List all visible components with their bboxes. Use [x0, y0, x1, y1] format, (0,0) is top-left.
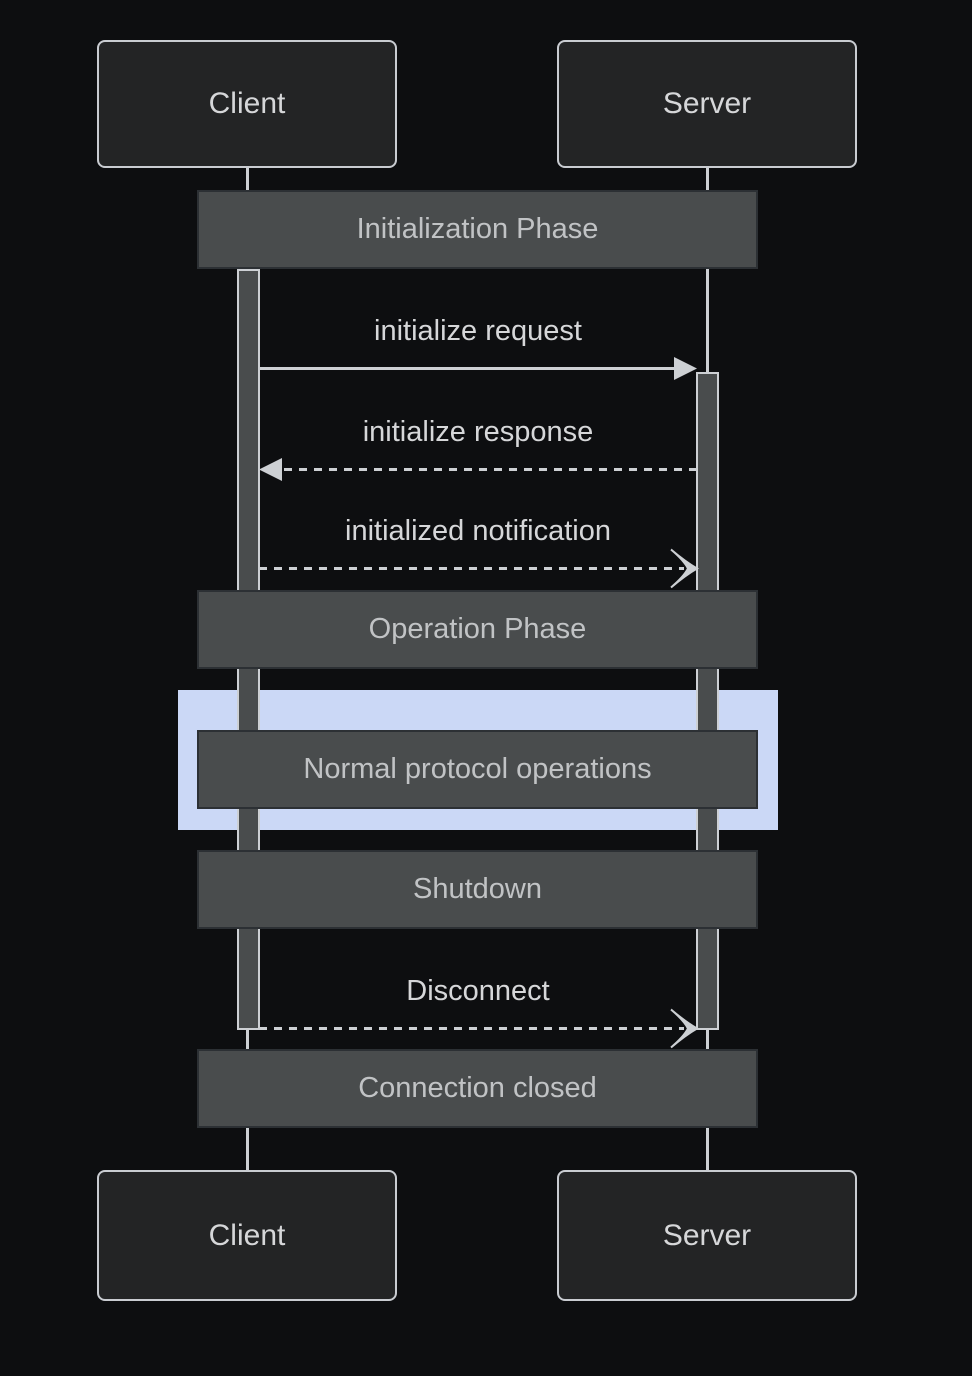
phase-band-shutdown-label: Shutdown: [413, 873, 542, 905]
actor-client-bottom-label: Client: [208, 1218, 286, 1252]
note-normal-protocol-operations-label: Normal protocol operations: [303, 753, 652, 785]
actor-client-top-label: Client: [208, 87, 286, 120]
phase-band-connection-closed-label: Connection closed: [358, 1072, 597, 1104]
open-chevron-arrowhead-icon: [670, 548, 699, 589]
actor-server-bottom-label: Server: [662, 1218, 752, 1252]
message-label-initialize-response: initialize response: [362, 416, 594, 448]
actor-server-top: Server: [557, 40, 857, 168]
phase-band-connection-closed: Connection closed: [197, 1049, 758, 1128]
message-label-initialize-request: initialize request: [374, 315, 582, 347]
message-arrow-initialize-response: [259, 458, 697, 481]
actor-server-bottom: Server: [557, 1170, 857, 1301]
actor-server-top-label: Server: [662, 87, 752, 120]
message-arrow-initialized-notification: [259, 548, 699, 589]
activation-bar-server: [696, 372, 719, 1030]
message-label-disconnect: Disconnect: [406, 975, 550, 1007]
open-chevron-arrowhead-icon: [670, 1008, 699, 1049]
phase-band-shutdown: Shutdown: [197, 850, 758, 929]
note-normal-protocol-operations: Normal protocol operations: [197, 730, 758, 809]
filled-triangle-arrowhead-icon: [259, 458, 282, 481]
actor-client-top: Client: [97, 40, 397, 168]
message-arrow-disconnect: [259, 1008, 699, 1049]
phase-band-initialization: Initialization Phase: [197, 190, 758, 269]
message-label-initialized-notification: initialized notification: [345, 515, 611, 547]
filled-triangle-arrowhead-icon: [674, 357, 697, 380]
phase-band-initialization-label: Initialization Phase: [356, 213, 599, 245]
actor-client-bottom: Client: [97, 1170, 397, 1301]
phase-band-operation: Operation Phase: [197, 590, 758, 669]
phase-band-operation-label: Operation Phase: [368, 613, 587, 645]
message-arrow-initialize-request: [259, 357, 697, 380]
